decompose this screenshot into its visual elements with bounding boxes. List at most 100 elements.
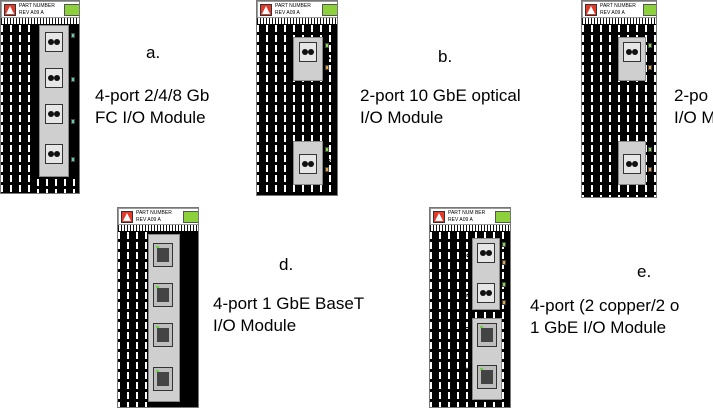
part-number-text: PART NUMBER bbox=[600, 3, 636, 9]
io-module-a: PART NUMBER REV A09 A 3 2 1 0 bbox=[0, 0, 80, 194]
port-number-1: 1 bbox=[323, 56, 331, 61]
fc-port-3[interactable] bbox=[45, 32, 63, 52]
optical-port-0[interactable] bbox=[623, 154, 641, 174]
warning-triangle-icon bbox=[260, 4, 272, 16]
a09-text: A09 bbox=[459, 217, 469, 223]
part-number-text: PART NUMBER bbox=[19, 3, 55, 9]
caption-c-line2: I/O M bbox=[674, 108, 713, 127]
port-0-led bbox=[71, 157, 75, 162]
port-1-led-green bbox=[325, 43, 329, 48]
port-0-led-green bbox=[325, 147, 329, 152]
rj45-port-0[interactable] bbox=[153, 367, 173, 391]
port-1-led bbox=[71, 119, 75, 124]
label-green-tag bbox=[183, 211, 198, 223]
caption-e-line1: 4-port (2 copper/2 o bbox=[530, 296, 680, 315]
port-1-led-orange bbox=[648, 65, 652, 70]
port-0-led-green bbox=[648, 147, 652, 152]
fc-port-2[interactable] bbox=[45, 68, 63, 88]
caption-d-line1: 4-port 1 GbE BaseT bbox=[213, 294, 365, 313]
a09-text: A09 bbox=[286, 10, 296, 16]
rj45-port-1[interactable] bbox=[477, 323, 497, 347]
caption-a-letter: a. bbox=[146, 43, 161, 62]
caption-a-line1: 4-port 2/4/8 Gb bbox=[95, 86, 210, 105]
optical-port-2[interactable] bbox=[477, 283, 495, 303]
part-number-label: PART NUMBER REV A09 A bbox=[257, 1, 337, 18]
a-text: A bbox=[469, 217, 473, 223]
caption-b-line2: I/O Module bbox=[360, 108, 444, 127]
port-number-2: 2 bbox=[464, 293, 472, 298]
barcode bbox=[257, 18, 337, 24]
port-number-3: 3 bbox=[464, 253, 472, 258]
port-number-1: 1 bbox=[70, 130, 78, 135]
caption-e-line2: 1 GbE I/O Module bbox=[530, 318, 667, 337]
port-3-led-orange bbox=[502, 260, 506, 265]
a09-text: A09 bbox=[147, 217, 157, 223]
warning-triangle-icon bbox=[4, 4, 16, 16]
caption-a-line2: FC I/O Module bbox=[95, 108, 206, 127]
port-number-1: 1 bbox=[182, 329, 190, 334]
optical-port-1[interactable] bbox=[299, 42, 317, 62]
port-3-led-green bbox=[502, 242, 506, 247]
port-panel-top bbox=[618, 37, 646, 81]
label-green-tag bbox=[322, 4, 337, 16]
port-2-led-orange bbox=[502, 300, 506, 305]
a09-text: A09 bbox=[611, 10, 621, 16]
port-number-3: 3 bbox=[182, 249, 190, 254]
optical-port-1[interactable] bbox=[623, 42, 641, 62]
rj45-port-3[interactable] bbox=[153, 243, 173, 267]
warning-triangle-icon bbox=[585, 4, 597, 16]
part-number-text: PART NUM BER bbox=[448, 210, 486, 216]
port-panel-top bbox=[293, 37, 323, 81]
optical-port-0[interactable] bbox=[299, 154, 317, 174]
barcode bbox=[118, 225, 198, 231]
port-number-0: 0 bbox=[70, 168, 78, 173]
optical-port-3[interactable] bbox=[477, 243, 495, 263]
a-text: A bbox=[40, 10, 44, 16]
io-module-c: PART NUMBER REV A09 A 1 0 bbox=[581, 0, 657, 198]
port-panel bbox=[148, 234, 180, 402]
caption-d-letter: d. bbox=[279, 255, 294, 274]
part-number-text: PART NUMBER bbox=[275, 3, 311, 9]
port-number-2: 2 bbox=[70, 88, 78, 93]
port-1-led-orange bbox=[325, 65, 329, 70]
barcode bbox=[1, 18, 79, 24]
fc-port-0[interactable] bbox=[45, 144, 63, 164]
copper-panel bbox=[472, 318, 502, 400]
io-module-e: PART NUM BER REV A09 A 3 2 1 0 bbox=[429, 207, 511, 408]
port-number-3: 3 bbox=[70, 44, 78, 49]
vent-grid-bottom bbox=[37, 179, 79, 193]
rj45-port-0[interactable] bbox=[477, 365, 497, 389]
optical-panel bbox=[472, 238, 500, 310]
warning-triangle-icon bbox=[121, 211, 133, 223]
port-2-led-green bbox=[502, 282, 506, 287]
vent-grid bbox=[1, 25, 37, 193]
part-number-label: PART NUMBER REV A09 A bbox=[118, 208, 198, 225]
port-number-0: 0 bbox=[462, 367, 470, 372]
rev-text: REV bbox=[448, 217, 459, 223]
rj45-port-1[interactable] bbox=[153, 323, 173, 347]
io-module-b: PART NUMBER REV A09 A 1 0 bbox=[256, 0, 338, 196]
part-number-text: PART NUMBER bbox=[136, 210, 172, 216]
fc-port-1[interactable] bbox=[45, 104, 63, 124]
port-2-led bbox=[71, 77, 75, 82]
port-1-led-green bbox=[648, 43, 652, 48]
port-number-1: 1 bbox=[462, 325, 470, 330]
caption-c-line1: 2-po bbox=[674, 86, 709, 105]
port-number-0: 0 bbox=[323, 158, 331, 163]
part-number-label: PART NUM BER REV A09 A bbox=[430, 208, 510, 225]
label-green-tag bbox=[64, 4, 79, 16]
port-3-led bbox=[71, 33, 75, 38]
port-panel-bottom bbox=[618, 141, 646, 185]
rj45-port-2[interactable] bbox=[153, 283, 173, 307]
rev-text: REV bbox=[19, 10, 30, 16]
rev-text: REV bbox=[275, 10, 286, 16]
port-0-led-orange bbox=[648, 167, 652, 172]
a09-text: A09 bbox=[30, 10, 40, 16]
vent-grid bbox=[118, 232, 148, 407]
io-module-d: PART NUMBER REV A09 A 3 2 1 0 bbox=[117, 207, 199, 408]
port-number-1: 1 bbox=[646, 56, 654, 61]
rev-text: REV bbox=[600, 10, 611, 16]
port-panel bbox=[39, 25, 69, 177]
a-text: A bbox=[296, 10, 300, 16]
part-number-label: PART NUMBER REV A09 A bbox=[582, 1, 656, 18]
